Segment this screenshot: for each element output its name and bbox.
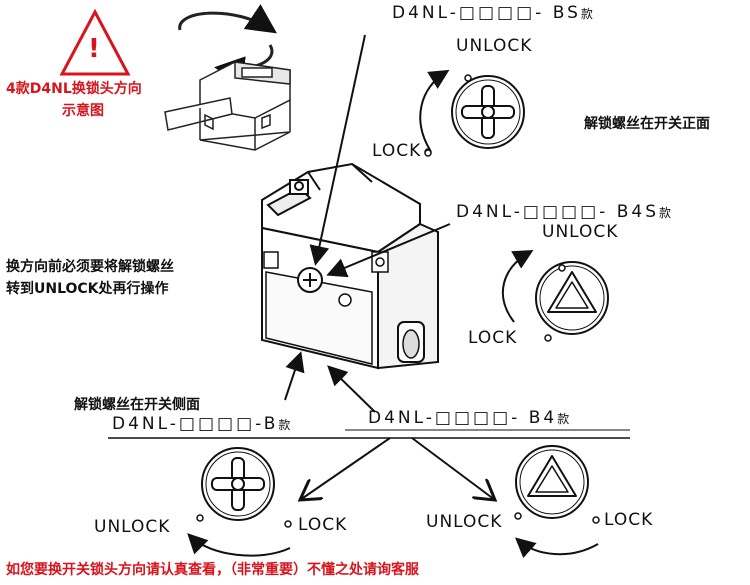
lock-label-3: LOCK [298, 515, 348, 535]
model-b4-label: D4NL-□□□□- B4款 [368, 408, 570, 428]
footer-note: 如您要换开关锁头方向请认真查看，（非常重要）不懂之处请询客服 [6, 562, 419, 578]
note-turn-line1: 换方向前必须要将解锁螺丝 [6, 259, 174, 275]
dial-b-cross [187, 447, 291, 557]
unlock-label-2: UNLOCK [542, 222, 619, 242]
note-side: 解锁螺丝在开关侧面 [74, 397, 200, 413]
lock-marker-dot-4 [592, 516, 600, 524]
model-b4s-label: D4NL-□□□□- B4S款 [456, 202, 672, 222]
model-bs-label: D4NL-□□□□- BS款 [392, 3, 593, 23]
dial-b4s-triangle [501, 250, 609, 335]
unlock-label-4: UNLOCK [426, 512, 503, 532]
dial-bs-cross [419, 69, 525, 156]
unlock-marker-dot-3 [196, 514, 204, 522]
warning-title-line2: 示意图 [62, 103, 104, 119]
warning-title-line1: 4款D4NL换锁头方向 [6, 81, 142, 97]
note-front: 解锁螺丝在开关正面 [584, 116, 710, 132]
pointer-arrows [284, 34, 495, 500]
lock-label-2: LOCK [468, 328, 518, 348]
unlock-marker-dot [464, 74, 472, 82]
unlock-marker-dot-2 [558, 264, 566, 272]
lock-marker-dot [424, 149, 432, 157]
warning-triangle-icon [59, 8, 131, 76]
unlock-label-1: UNLOCK [456, 36, 533, 56]
warning-mark: ! [88, 34, 100, 64]
lock-head-sketch [164, 4, 291, 151]
model-b-label: D4NL-□□□□-B款 [112, 414, 291, 434]
lock-label-1: LOCK [372, 141, 422, 161]
lock-marker-dot-2 [544, 334, 552, 342]
dial-b4-triangle [515, 445, 599, 559]
unlock-marker-dot-4 [514, 512, 522, 520]
unlock-label-3: UNLOCK [94, 517, 171, 537]
lock-label-4: LOCK [604, 510, 654, 530]
lock-marker-dot-3 [284, 520, 292, 528]
note-turn-line2: 转到UNLOCK处再行操作 [6, 281, 169, 297]
switch-body [261, 162, 439, 370]
